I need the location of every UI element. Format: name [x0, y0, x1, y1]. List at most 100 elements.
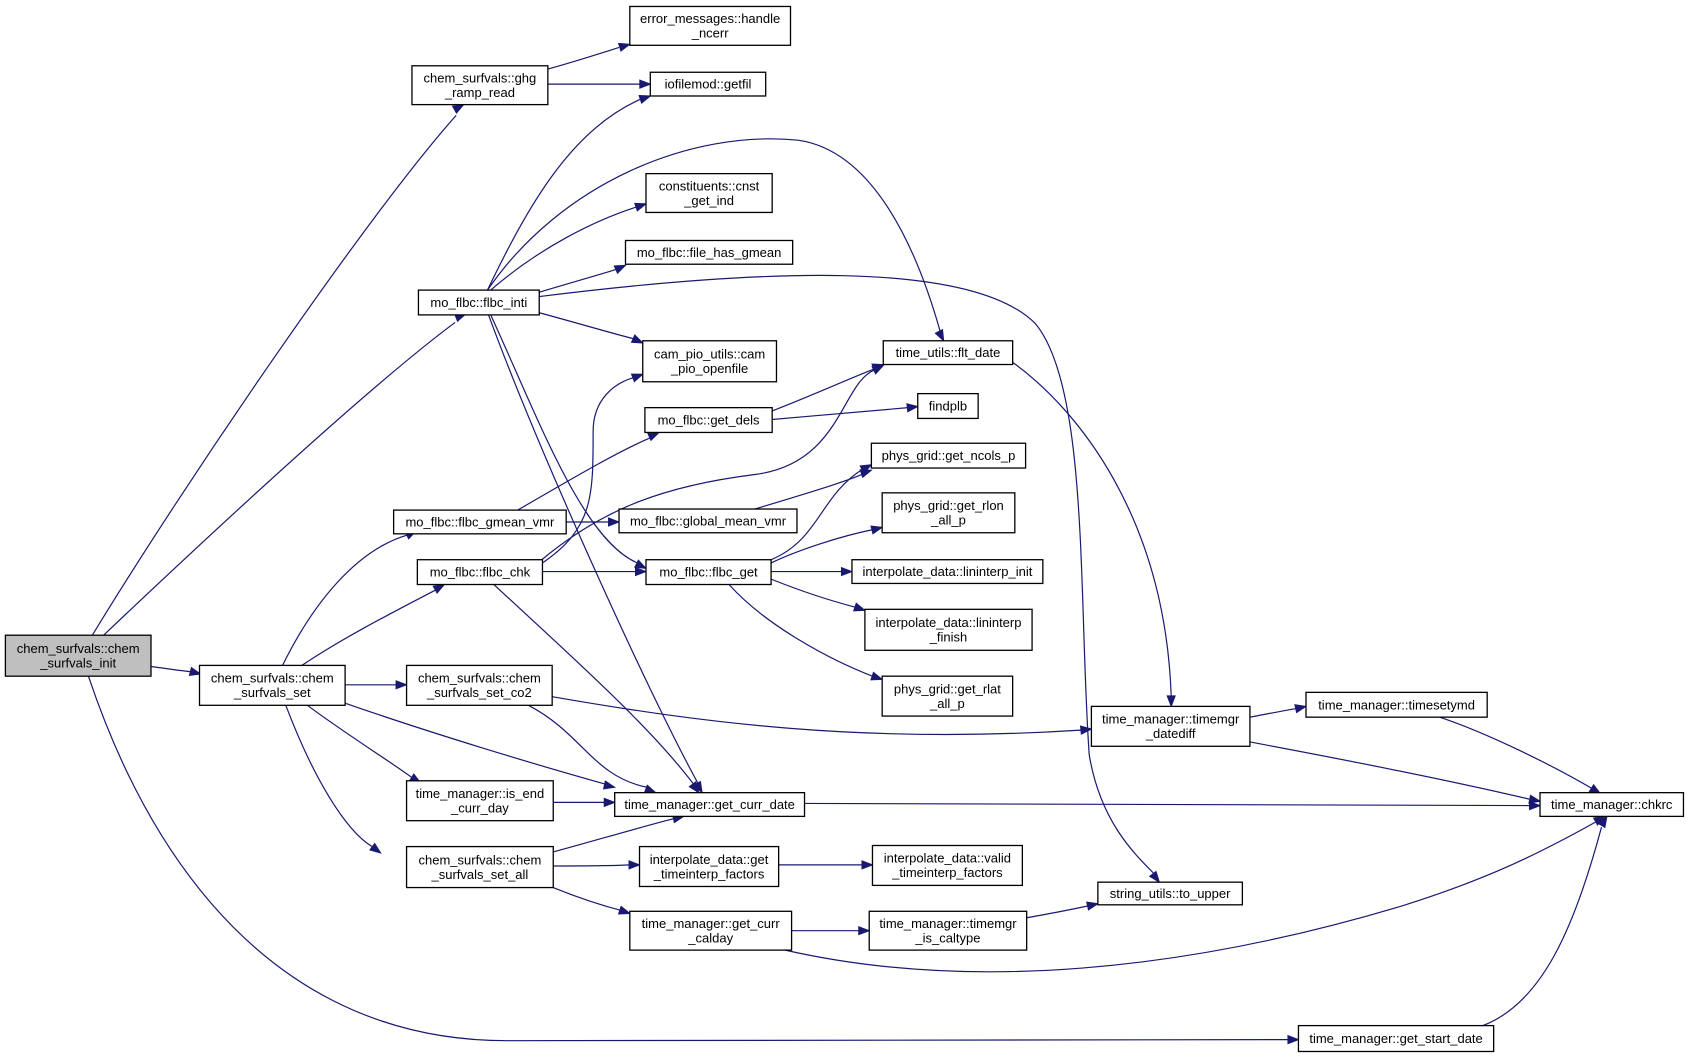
node-box [4, 634, 152, 677]
edge-line [547, 46, 620, 70]
arrowhead [1148, 870, 1161, 884]
edge-line [772, 407, 909, 421]
edge-line [486, 138, 941, 333]
edge-chk-to-flbcget [542, 566, 648, 577]
edge-init-to-ghg [91, 103, 465, 637]
node-box [1090, 705, 1251, 747]
arrowhead [634, 566, 648, 577]
edge-flbcget-to-rlon [770, 525, 884, 564]
arrowhead [630, 373, 645, 383]
edge-line [1249, 707, 1297, 718]
edge-line [150, 665, 193, 673]
node-toupper[interactable]: string_utils::to_upper [1097, 881, 1244, 906]
edge-init-to-set [150, 665, 202, 676]
edge-line [1012, 361, 1172, 696]
node-linfinish[interactable]: interpolate_data::lininterp_finish [864, 608, 1033, 651]
node-label: string_utils::to_upper [1110, 886, 1231, 901]
node-rlat[interactable]: phys_grid::get_rlat_all_p [881, 675, 1014, 717]
node-label: _surfvals_set [233, 685, 311, 700]
node-init[interactable]: chem_surfvals::chem_surfvals_init [4, 634, 152, 677]
node-gmeanvmr[interactable]: mo_flbc::flbc_gmean_vmr [392, 509, 567, 535]
node-set[interactable]: chem_surfvals::chem_surfvals_set [198, 664, 346, 706]
node-datediff[interactable]: time_manager::timemgr_datediff [1090, 705, 1251, 747]
node-label: mo_flbc::get_dels [658, 413, 760, 428]
edge-set-to-chk [301, 583, 446, 666]
node-label: _curr_day [450, 800, 509, 815]
edge-inti-to-getfil [486, 94, 652, 291]
node-fltdate[interactable]: time_utils::flt_date [882, 340, 1014, 366]
edge-line [538, 369, 875, 563]
node-getfil[interactable]: iofilemod::getfil [649, 71, 767, 97]
node-box [868, 910, 1028, 951]
node-box [618, 508, 798, 534]
node-ncols[interactable]: phys_grid::get_ncols_p [870, 442, 1027, 469]
edge-line [490, 206, 637, 291]
edge-line [490, 314, 638, 564]
node-getdels[interactable]: mo_flbc::get_dels [644, 406, 773, 434]
node-label: interpolate_data::get [650, 852, 769, 867]
edge-currdate-to-chkrc [804, 800, 1542, 811]
node-gmeanfile[interactable]: mo_flbc::file_has_gmean [624, 239, 794, 265]
node-validinterp[interactable]: interpolate_data::valid_timeinterp_facto… [871, 844, 1024, 887]
edge-line [344, 702, 606, 785]
edge-inti-to-toupper [539, 274, 1161, 884]
node-label: cam_pio_utils::cam [654, 347, 765, 362]
node-chk[interactable]: mo_flbc::flbc_chk [416, 559, 544, 586]
node-label: phys_grid::get_ncols_p [882, 448, 1016, 463]
edge-startdate-to-chkrc [1482, 815, 1608, 1027]
edge-line [87, 675, 1288, 1042]
edge-line [771, 368, 875, 412]
node-setall[interactable]: chem_surfvals::chem_surfvals_set_all [405, 845, 554, 889]
edge-line [1026, 905, 1089, 919]
edge-line [784, 821, 1597, 973]
node-findplb[interactable]: findplb [917, 392, 979, 420]
arrowhead [628, 860, 641, 870]
node-label: time_manager::timesetymd [1318, 697, 1475, 712]
node-cnst[interactable]: constituents::cnst_get_ind [645, 172, 773, 214]
arrowhead [608, 517, 621, 527]
node-chkrc[interactable]: time_manager::chkrc [1539, 792, 1685, 818]
node-lininit[interactable]: interpolate_data::lininterp_init [851, 559, 1044, 585]
node-label: time_manager::get_curr [642, 916, 781, 931]
node-calday[interactable]: time_manager::get_curr_calday [629, 910, 793, 951]
edge-line [91, 114, 457, 637]
node-label: time_manager::chkrc [1551, 797, 1673, 812]
edge-line [539, 274, 1155, 874]
edge-line [539, 269, 616, 293]
node-currdate[interactable]: time_manager::get_curr_date [614, 792, 806, 818]
edge-flbcget-to-linfinish [770, 578, 867, 612]
node-box [1305, 691, 1488, 718]
node-ncerr[interactable]: error_messages::handle_ncerr [629, 5, 792, 46]
node-box [649, 71, 767, 97]
edge-timeinterp-to-validinterp [778, 860, 874, 870]
node-flbcget[interactable]: mo_flbc::flbc_get [645, 559, 772, 586]
node-box [1297, 1024, 1495, 1053]
node-label: time_manager::get_start_date [1309, 1031, 1482, 1046]
node-caltype[interactable]: time_manager::timemgr_is_caltype [868, 910, 1028, 951]
node-label: iofilemod::getfil [665, 77, 752, 92]
edge-line [553, 817, 675, 853]
arrowhead [617, 42, 632, 52]
arrowhead [1529, 800, 1542, 811]
node-openfile[interactable]: cam_pio_utils::cam_pio_openfile [642, 340, 778, 383]
node-label: _get_ind [683, 193, 734, 208]
node-label: time_manager::is_end [416, 786, 545, 801]
edge-line [770, 528, 874, 564]
node-setco2[interactable]: chem_surfvals::chem_surfvals_set_co2 [405, 664, 553, 706]
node-box [871, 844, 1024, 887]
node-ghg[interactable]: chem_surfvals::ghg_ramp_read [411, 65, 549, 106]
node-box [411, 65, 549, 106]
node-startdate[interactable]: time_manager::get_start_date [1297, 1024, 1495, 1053]
node-timesetymd[interactable]: time_manager::timesetymd [1305, 691, 1488, 718]
node-rlon[interactable]: phys_grid::get_rlon_all_p [881, 492, 1016, 534]
node-timeinterp[interactable]: interpolate_data::get_timeinterp_factors [638, 845, 780, 888]
edge-line [486, 98, 641, 291]
node-globalmean[interactable]: mo_flbc::global_mean_vmr [618, 508, 798, 534]
node-label: chem_surfvals::chem [17, 641, 140, 656]
edge-line [770, 468, 864, 561]
node-inti[interactable]: mo_flbc::flbc_inti [417, 289, 540, 316]
edge-line [1482, 827, 1603, 1027]
edge-ghg-to-getfil [547, 79, 652, 89]
node-isend[interactable]: time_manager::is_end_curr_day [405, 780, 554, 822]
